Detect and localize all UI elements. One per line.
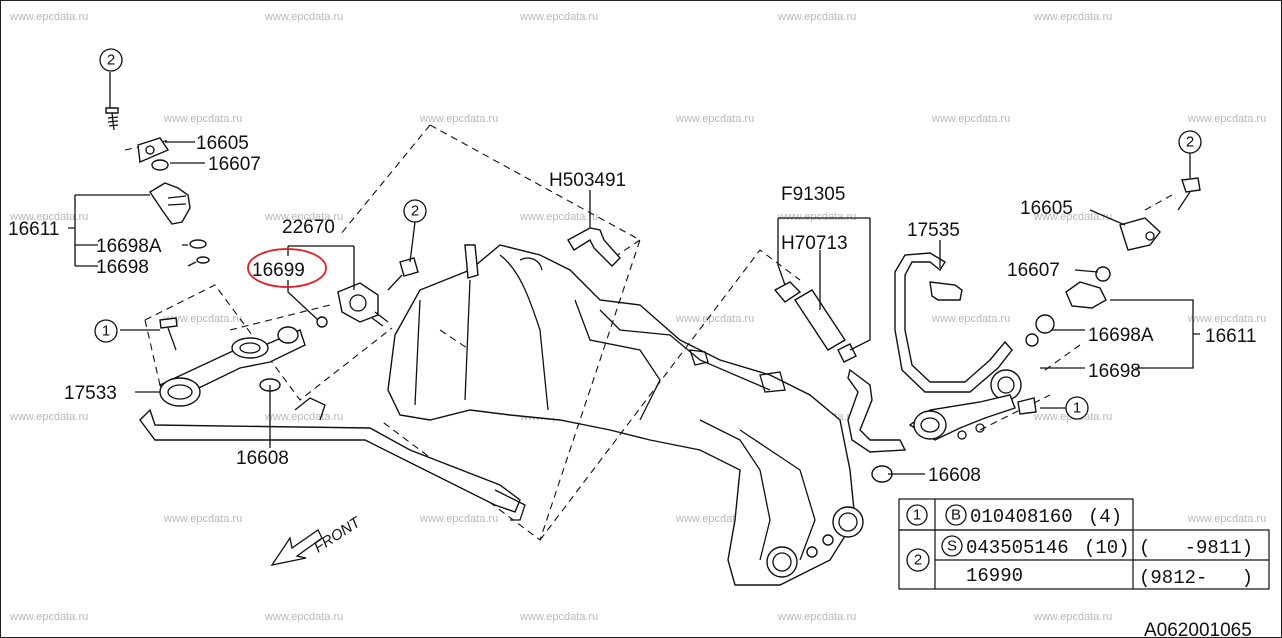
watermark: www.epcdata.ru — [777, 611, 856, 623]
watermark: www.epcdata.ru — [1033, 611, 1112, 623]
label-16611-right: 16611 — [1205, 326, 1256, 347]
table-prefix-s: S — [947, 538, 957, 555]
watermark: www.epcdata.ru — [519, 611, 598, 623]
front-label: FRONT — [311, 513, 365, 556]
label-16608-left: 16608 — [236, 448, 289, 469]
callout-number: 2 — [411, 203, 419, 220]
callout-2-top-right: 2 — [1178, 130, 1202, 154]
pressure-regulator — [316, 257, 419, 328]
watermark: www.epcdata.ru — [264, 11, 343, 23]
table-part-3: 16990 — [966, 565, 1023, 587]
watermark: www.epcdata.ru — [264, 411, 343, 423]
vacuum-hose — [567, 215, 621, 267]
watermark: www.epcdata.ru — [1033, 11, 1112, 23]
label-16607-left: 16607 — [208, 154, 261, 175]
table-ref-2: 2 — [914, 552, 922, 569]
watermark: www.epcdata.ru — [519, 11, 598, 23]
fastener-table: 1 B 010408160 (4) 2 S 043505146 (10) ( -… — [898, 498, 1270, 590]
callout-number: 1 — [1073, 400, 1081, 417]
label-16605-right: 16605 — [1020, 198, 1073, 219]
watermark: www.epcdata.ru — [1033, 211, 1112, 223]
label-16611-left: 16611 — [8, 219, 59, 240]
watermark: www.epcdata.ru — [419, 513, 498, 525]
label-17535: 17535 — [907, 220, 960, 241]
part-labels-center: H503491 F91305 H70713 17535 — [549, 170, 960, 254]
label-f91305: F91305 — [781, 184, 845, 205]
label-16698A-left: 16698A — [96, 236, 162, 257]
watermark: www.epcdata.ru — [675, 113, 754, 125]
table-part-2: 043505146 — [966, 537, 1069, 559]
leader-lines — [68, 72, 1200, 475]
label-16608-right: 16608 — [928, 465, 981, 486]
callout-number: 2 — [107, 52, 115, 69]
callout-number: 1 — [102, 323, 110, 340]
label-h70713: H70713 — [781, 233, 848, 254]
label-16698-right: 16698 — [1088, 361, 1141, 382]
part-labels-right: 16605 16607 16698A 16611 16698 16608 — [928, 198, 1256, 486]
label-17533: 17533 — [64, 383, 117, 404]
table-qty-1: (4) — [1088, 506, 1122, 528]
watermark: www.epcdata.ru — [1187, 513, 1266, 525]
table-qty-2: (10) — [1084, 537, 1130, 559]
table-part-1: 010408160 — [970, 506, 1073, 528]
watermark: www.epcdata.ru — [777, 11, 856, 23]
left-injector-assembly — [105, 107, 526, 521]
table-range-2: ( -9811) — [1139, 537, 1253, 559]
watermark: www.epcdata.ru — [163, 313, 242, 325]
diagram-code: A062001065 — [1144, 620, 1252, 638]
label-h503491: H503491 — [549, 170, 626, 191]
watermark: www.epcdata.ru — [163, 113, 242, 125]
callout-1-left: 1 — [94, 319, 118, 343]
highlight-ring-16699 — [247, 248, 327, 288]
table-range-3: (9812- ) — [1139, 567, 1253, 589]
right-injector-assembly — [871, 177, 1201, 483]
label-16698-left: 16698 — [96, 257, 149, 278]
fuel-filter-assembly — [773, 281, 907, 453]
watermark: www.epcdata.ru — [777, 211, 856, 223]
label-16699: 16699 — [252, 260, 305, 281]
label-16607-right: 16607 — [1007, 260, 1060, 281]
watermark: www.epcdata.ru — [519, 211, 598, 223]
watermark: www.epcdata.ru — [419, 113, 498, 125]
watermark: www.epcdata.ru — [9, 211, 88, 223]
watermark: www.epcdata.ru — [9, 611, 88, 623]
watermark: www.epcdata.ru — [931, 313, 1010, 325]
label-16605-left: 16605 — [196, 133, 249, 154]
watermark: www.epcdata.ru — [675, 313, 754, 325]
watermark: www.epcdata.ru — [1187, 113, 1266, 125]
callout-2-top-left: 2 — [99, 48, 123, 72]
callout-2-regulator: 2 — [403, 199, 427, 223]
callout-1-right: 1 — [1065, 396, 1089, 420]
front-arrow: FRONT — [270, 513, 365, 566]
watermark: www.epcdata.ru — [931, 113, 1010, 125]
fuel-pipe-17535 — [894, 252, 1013, 393]
watermark: www.epcdata.ru — [1187, 313, 1266, 325]
watermark: www.epcdata.ru — [264, 211, 343, 223]
table-prefix-b: B — [951, 507, 961, 524]
watermark: www.epcdata.ru — [9, 411, 88, 423]
watermark: www.epcdata.ru — [264, 611, 343, 623]
watermark: www.epcdata.ru — [9, 11, 88, 23]
label-22670: 22670 — [282, 217, 335, 238]
callout-number: 2 — [1186, 134, 1194, 151]
label-16698A-right: 16698A — [1088, 325, 1154, 346]
intake-manifold — [387, 244, 864, 586]
watermark: www.epcdata.ru — [163, 513, 242, 525]
part-labels-left: 16605 16607 16611 16698A 16698 17533 166… — [8, 133, 335, 469]
table-ref-1: 1 — [913, 507, 921, 524]
